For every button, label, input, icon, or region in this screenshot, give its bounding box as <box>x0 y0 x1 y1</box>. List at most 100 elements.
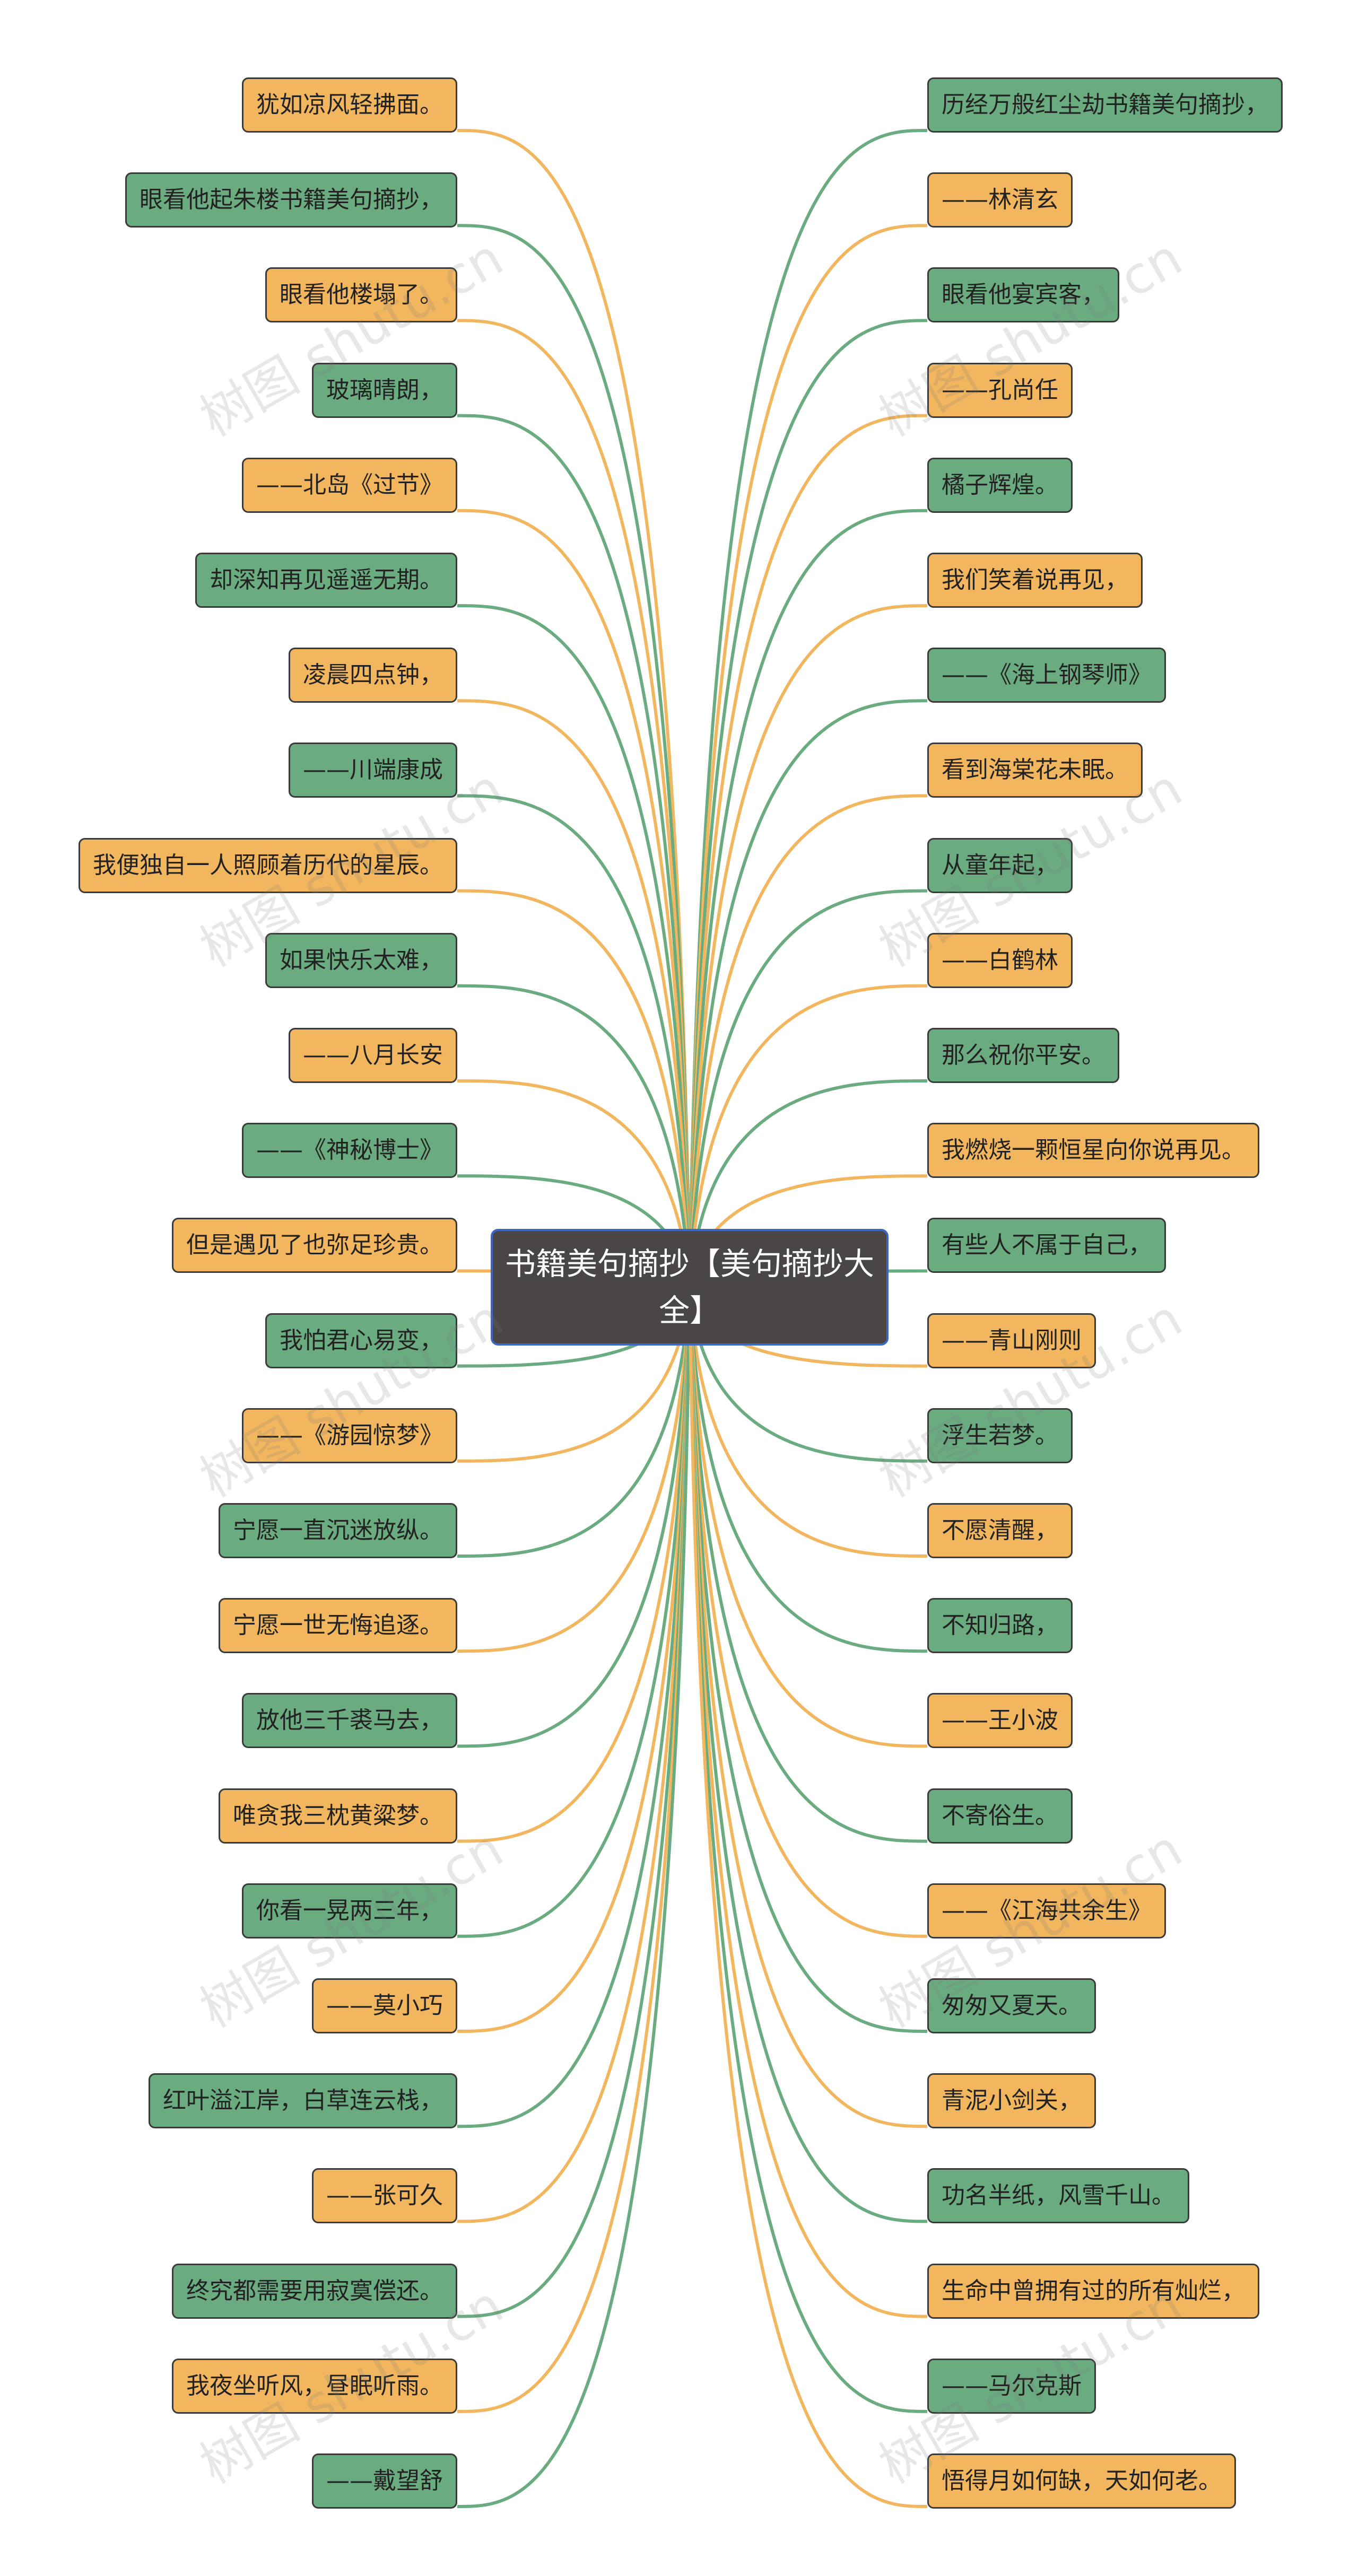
right-connector <box>688 1288 928 1938</box>
left-connector <box>457 1288 691 1938</box>
left-connector <box>457 1288 691 1558</box>
left-connector <box>457 1288 691 1653</box>
left-node[interactable]: ——戴望舒 <box>312 2453 457 2509</box>
right-connector <box>688 984 928 1289</box>
left-node[interactable]: 红叶溢江岸，白草连云栈， <box>149 2073 457 2129</box>
left-connector <box>457 319 691 1289</box>
right-node[interactable]: ——马尔克斯 <box>927 2358 1096 2414</box>
left-node[interactable]: 玻璃晴朗， <box>312 362 457 418</box>
left-connector <box>457 699 691 1289</box>
right-node[interactable]: 历经万般红尘劫书籍美句摘抄， <box>927 77 1283 133</box>
left-connector <box>457 509 691 1289</box>
left-node[interactable]: 宁愿一直沉迷放纵。 <box>219 1503 457 1558</box>
right-node[interactable]: ——白鹤林 <box>927 932 1073 988</box>
left-node[interactable]: 眼看他起朱楼书籍美句摘抄， <box>125 172 457 228</box>
left-connector <box>457 889 691 1289</box>
left-node[interactable]: ——《游园惊梦》 <box>242 1408 457 1463</box>
left-connector <box>457 1288 691 1463</box>
left-connector <box>457 1288 691 2223</box>
right-node[interactable]: 匆匆又夏天。 <box>927 1978 1096 2033</box>
right-connector <box>688 889 928 1289</box>
right-connector <box>688 794 928 1289</box>
right-connector <box>688 1288 928 2318</box>
left-connector <box>457 604 691 1289</box>
right-node[interactable]: 那么祝你平安。 <box>927 1028 1119 1083</box>
right-node[interactable]: 橘子辉煌。 <box>927 457 1073 513</box>
right-node[interactable]: 不寄俗生。 <box>927 1788 1073 1844</box>
right-connector <box>688 509 928 1289</box>
left-node[interactable]: ——莫小巧 <box>312 1978 457 2033</box>
right-node[interactable]: 看到海棠花未眠。 <box>927 743 1143 798</box>
right-connector <box>688 1288 928 1843</box>
right-connector <box>688 1288 928 1748</box>
left-node[interactable]: 如果快乐太难， <box>265 932 457 988</box>
right-connector <box>688 1079 928 1289</box>
left-node[interactable]: 你看一晃两三年， <box>242 1883 457 1938</box>
right-node[interactable]: 青泥小剑关， <box>927 2073 1096 2129</box>
left-connector <box>457 414 691 1289</box>
right-node[interactable]: ——林清玄 <box>927 172 1073 228</box>
right-connector <box>688 1288 928 2128</box>
right-node[interactable]: 我燃烧一颗恒星向你说再见。 <box>927 1123 1259 1178</box>
right-node[interactable]: 悟得月如何缺，天如何老。 <box>927 2453 1236 2509</box>
right-connector <box>688 1288 928 1463</box>
right-connector <box>688 1288 928 1653</box>
left-node[interactable]: ——北岛《过节》 <box>242 457 457 513</box>
left-node[interactable]: 我便独自一人照顾着历代的星辰。 <box>79 837 457 893</box>
right-connector <box>688 414 928 1289</box>
left-connector <box>457 984 691 1289</box>
right-connector <box>688 604 928 1289</box>
left-connector <box>457 1288 691 2318</box>
right-connector <box>688 1288 928 2508</box>
left-node[interactable]: 宁愿一世无悔追逐。 <box>219 1598 457 1654</box>
left-node[interactable]: 却深知再见遥遥无期。 <box>195 553 457 608</box>
right-node[interactable]: 不知归路， <box>927 1598 1073 1654</box>
right-connector <box>688 129 928 1289</box>
left-node[interactable]: ——《神秘博士》 <box>242 1123 457 1178</box>
left-connector <box>457 224 691 1289</box>
left-connector <box>457 1288 691 2128</box>
left-node[interactable]: ——川端康成 <box>289 743 457 798</box>
central-topic-label: 书籍美句摘抄【美句摘抄大全】 <box>504 1246 874 1329</box>
right-node[interactable]: ——《海上钢琴师》 <box>927 648 1166 703</box>
right-connector <box>688 699 928 1289</box>
right-node[interactable]: 从童年起， <box>927 837 1073 893</box>
left-node[interactable]: ——八月长安 <box>289 1028 457 1083</box>
left-node[interactable]: 凌晨四点钟， <box>289 648 457 703</box>
left-connector <box>457 1288 691 1843</box>
left-connector <box>457 1288 691 1748</box>
left-node[interactable]: 犹如凉风轻拂面。 <box>242 77 457 133</box>
left-node[interactable]: 但是遇见了也弥足珍贵。 <box>172 1218 457 1273</box>
left-node[interactable]: 眼看他楼塌了。 <box>265 267 457 323</box>
right-node[interactable]: ——《江海共余生》 <box>927 1883 1166 1938</box>
left-node[interactable]: 终究都需要用寂寞偿还。 <box>172 2263 457 2319</box>
right-connector <box>688 1288 928 1558</box>
right-connector <box>688 1288 928 2033</box>
left-connector <box>457 1288 691 2413</box>
left-node[interactable]: 放他三千裘马去， <box>242 1693 457 1749</box>
right-connector <box>688 319 928 1289</box>
left-node[interactable]: ——张可久 <box>312 2168 457 2224</box>
left-connector <box>457 1288 691 2508</box>
left-connector <box>457 129 691 1289</box>
left-node[interactable]: 我夜坐听风，昼眠听雨。 <box>172 2358 457 2414</box>
left-node[interactable]: 我怕君心易变， <box>265 1313 457 1368</box>
right-node[interactable]: 浮生若梦。 <box>927 1408 1073 1463</box>
right-node[interactable]: 生命中曾拥有过的所有灿烂， <box>927 2263 1259 2319</box>
right-node[interactable]: 有些人不属于自己， <box>927 1218 1166 1273</box>
right-node[interactable]: 不愿清醒， <box>927 1503 1073 1558</box>
right-node[interactable]: ——孔尚任 <box>927 362 1073 418</box>
right-connector <box>688 1288 928 2223</box>
left-node[interactable]: 唯贪我三枕黄粱梦。 <box>219 1788 457 1844</box>
left-connector <box>457 794 691 1289</box>
left-connector <box>457 1288 691 2033</box>
right-node[interactable]: 功名半纸，风雪千山。 <box>927 2168 1189 2224</box>
right-connector <box>688 1288 928 2413</box>
right-node[interactable]: 我们笑着说再见， <box>927 553 1143 608</box>
right-node[interactable]: 眼看他宴宾客， <box>927 267 1119 323</box>
right-node[interactable]: ——王小波 <box>927 1693 1073 1749</box>
left-connector <box>457 1079 691 1289</box>
right-connector <box>688 224 928 1289</box>
central-topic[interactable]: 书籍美句摘抄【美句摘抄大全】 <box>491 1229 889 1346</box>
right-node[interactable]: ——青山刚则 <box>927 1313 1096 1368</box>
